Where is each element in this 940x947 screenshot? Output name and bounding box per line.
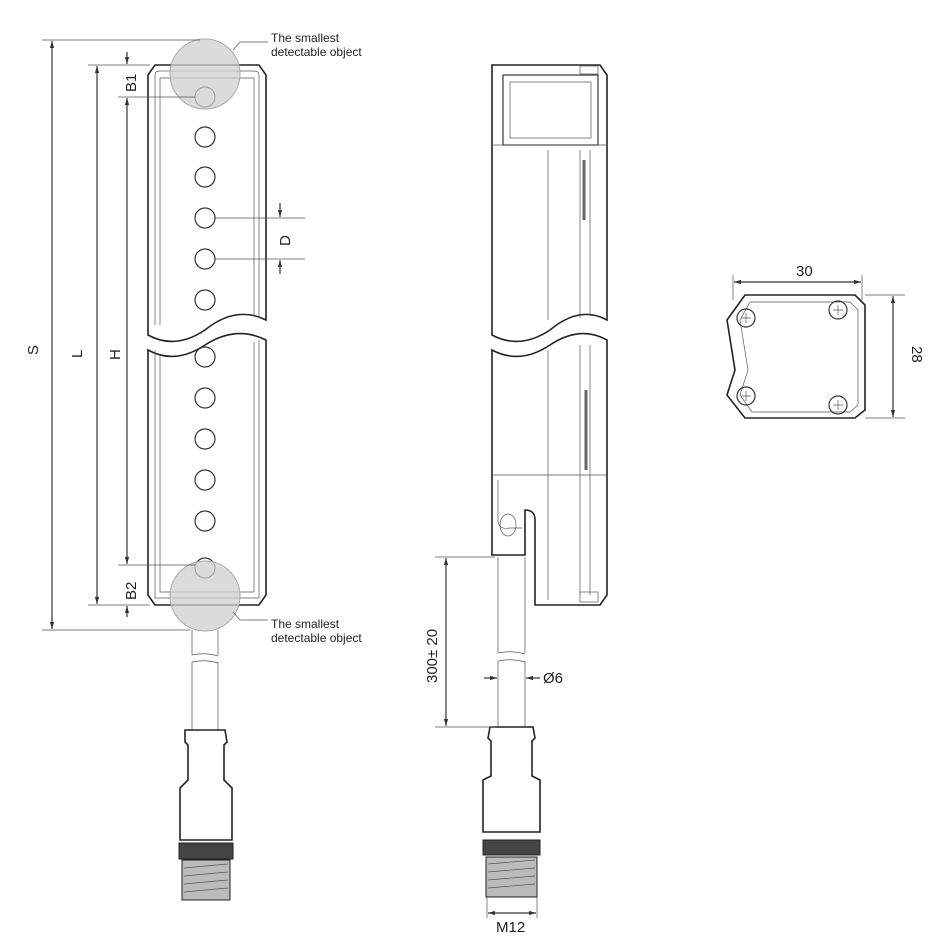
end-dimensions: 30 28 <box>732 263 925 419</box>
dim-thread-label: M12 <box>496 919 525 936</box>
side-dimensions: 300± 20 Ø6 M12 <box>424 556 563 936</box>
dim-cable-diameter-label: Ø6 <box>543 670 563 687</box>
dim-cable-length-label: 300± 20 <box>424 629 441 683</box>
side-view <box>491 64 608 606</box>
front-dimensions: S L H B1 B2 D <box>25 39 305 631</box>
callout-top-line2: detectable object <box>271 45 362 59</box>
dim-depth-label: 28 <box>908 346 925 363</box>
side-cable <box>482 557 541 898</box>
callout-bottom-line2: detectable object <box>271 631 362 645</box>
callout-bottom: The smallest detectable object <box>232 611 362 645</box>
front-cable <box>178 630 234 901</box>
end-view <box>726 294 866 419</box>
dim-b1-label: B1 <box>123 74 140 92</box>
callout-top: The smallest detectable object <box>232 31 362 59</box>
dim-width-label: 30 <box>796 263 813 280</box>
dim-b2-label: B2 <box>123 582 140 600</box>
callout-top-line1: The smallest <box>271 31 340 45</box>
dim-d-label: D <box>277 235 294 246</box>
smallest-object-top <box>169 38 241 110</box>
dim-s-label: S <box>25 345 42 355</box>
dim-h-label: H <box>107 349 124 360</box>
callout-bottom-line1: The smallest <box>271 617 340 631</box>
dim-l-label: L <box>69 350 86 358</box>
front-view <box>147 38 267 901</box>
smallest-object-bottom <box>169 560 241 632</box>
